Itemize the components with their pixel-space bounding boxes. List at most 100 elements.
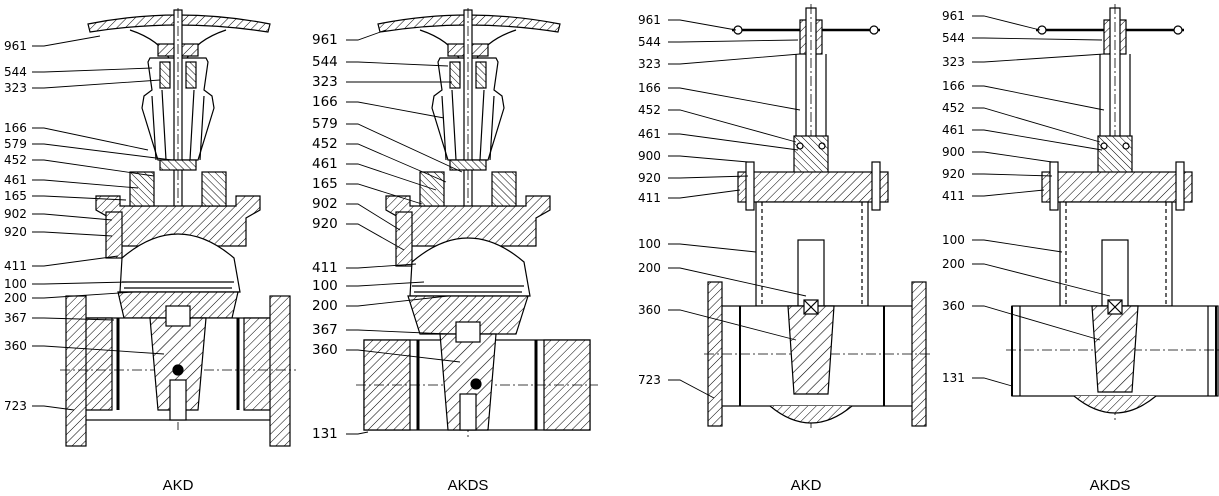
leader-line-920 [972,173,1053,177]
part-label-544: 544 [312,54,338,70]
part-label-902: 902 [4,207,27,221]
part-label-920: 920 [4,225,27,239]
part-label-200: 200 [638,261,661,275]
leader-line-544 [32,67,153,73]
leader-line-323 [32,79,161,89]
part-label-411: 411 [312,260,338,276]
leader-line-411 [32,255,119,267]
part-label-723: 723 [4,399,27,413]
part-label-920: 920 [638,171,661,185]
part-label-723: 723 [638,373,661,387]
part-label-367: 367 [312,322,338,338]
part-label-165: 165 [4,189,27,203]
leader-line-100 [668,243,757,253]
leader-line-461 [32,179,139,189]
leader-line-961 [668,19,737,31]
leader-line-452 [972,107,1101,143]
part-label-961: 961 [638,13,661,27]
leader-line-200 [972,263,1111,297]
leader-line-902 [346,203,401,231]
leader-line-367 [346,329,449,335]
leader-line-452 [668,109,797,143]
leader-line-360 [346,349,461,363]
leader-line-920 [346,223,405,251]
part-label-452: 452 [638,103,661,117]
leader-line-411 [346,263,417,269]
part-label-461: 461 [312,156,338,172]
leader-line-544 [668,39,799,43]
part-label-961: 961 [4,39,27,53]
leader-line-579 [32,143,173,161]
part-label-452: 452 [942,101,965,115]
part-label-131: 131 [942,371,965,385]
part-label-166: 166 [4,121,27,135]
part-labels: 9615443231665794524611659029204111002003… [4,9,965,442]
leader-line-723 [668,379,715,399]
part-label-461: 461 [4,173,27,187]
leader-line-920 [32,231,113,237]
leader-line-200 [32,291,135,299]
part-label-100: 100 [638,237,661,251]
leader-lines [32,15,1111,435]
leader-line-166 [346,101,445,119]
leader-line-100 [346,281,425,287]
part-label-461: 461 [638,127,661,141]
leader-line-461 [972,129,1103,151]
part-label-961: 961 [942,9,965,23]
part-label-579: 579 [312,116,338,132]
part-label-166: 166 [312,94,338,110]
leader-line-461 [668,133,799,151]
part-label-200: 200 [312,298,338,314]
part-label-165: 165 [312,176,338,192]
part-label-360: 360 [638,303,661,317]
part-label-411: 411 [942,189,965,203]
leader-line-544 [972,37,1103,41]
part-label-544: 544 [4,65,27,79]
part-label-323: 323 [4,81,27,95]
part-label-920: 920 [312,216,338,232]
leader-line-579 [346,123,463,173]
part-label-544: 544 [638,35,661,49]
leader-line-323 [668,53,801,65]
part-label-166: 166 [942,79,965,93]
part-label-323: 323 [312,74,338,90]
part-label-100: 100 [4,277,27,291]
part-label-360: 360 [942,299,965,313]
leader-line-100 [972,239,1063,253]
part-label-367: 367 [4,311,27,325]
part-label-902: 902 [312,196,338,212]
leader-line-961 [972,15,1041,31]
part-label-544: 544 [942,31,965,45]
valve-akd-flanged [60,8,296,447]
leader-line-411 [668,189,741,199]
valve-akd-tkey-flanged [704,4,930,430]
leader-line-323 [972,53,1105,63]
leader-line-166 [972,85,1105,111]
valve-akds-socket [356,8,598,440]
part-label-900: 900 [942,145,965,159]
leader-line-902 [32,213,113,221]
leader-line-200 [346,295,449,307]
leader-line-367 [32,317,115,321]
part-label-920: 920 [942,167,965,181]
part-label-323: 323 [638,57,661,71]
leader-line-461 [346,163,437,191]
part-label-579: 579 [4,137,27,151]
caption-valve-3: AKD [791,477,822,494]
part-label-100: 100 [942,233,965,247]
part-label-452: 452 [4,153,27,167]
part-label-411: 411 [4,259,27,273]
part-label-200: 200 [4,291,27,305]
leader-line-100 [32,281,129,285]
part-label-411: 411 [638,191,661,205]
leader-line-961 [32,35,101,47]
part-label-323: 323 [942,55,965,69]
part-label-461: 461 [942,123,965,137]
leader-line-961 [346,29,387,41]
leader-line-900 [972,151,1053,163]
valve-akds-tkey-socket [1006,4,1219,420]
part-label-360: 360 [312,342,338,358]
part-label-452: 452 [312,136,338,152]
part-label-131: 131 [312,426,338,442]
part-label-100: 100 [312,278,338,294]
